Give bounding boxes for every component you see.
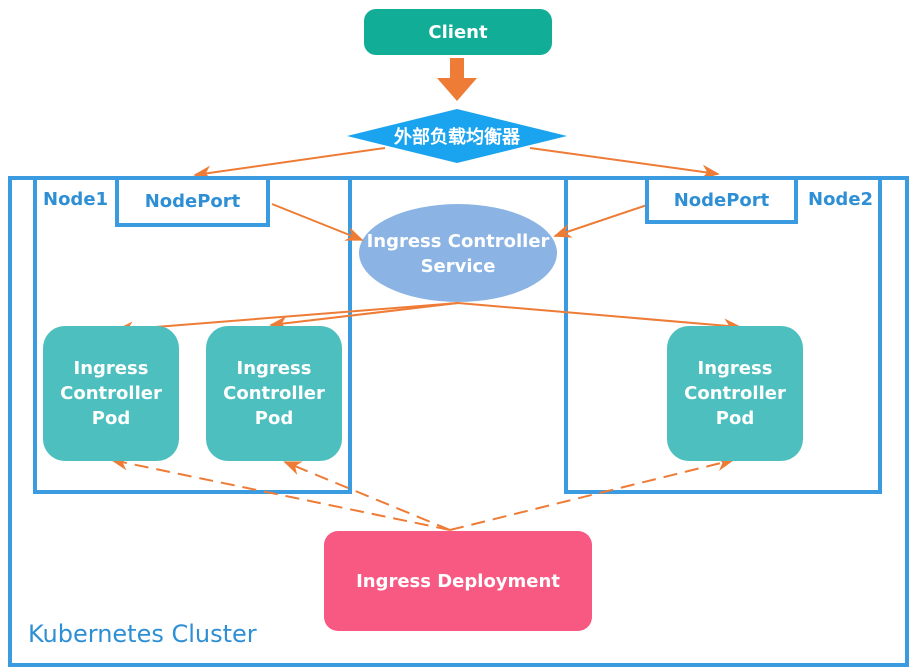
cluster-label: Kubernetes Cluster bbox=[28, 620, 257, 648]
deployment-to-pod2-arrow bbox=[283, 461, 451, 531]
pod2-line1: Ingress bbox=[236, 358, 312, 379]
pod1-line3: Pod bbox=[91, 408, 131, 429]
nodeport1-to-service-arrow bbox=[271, 203, 364, 241]
pod1-line2: Controller bbox=[60, 383, 162, 404]
pod3: Ingress Controller Pod bbox=[667, 326, 803, 461]
pod2-line3: Pod bbox=[254, 408, 294, 429]
client-to-lb-arrow bbox=[437, 58, 477, 101]
load-balancer-label: 外部负载均衡器 bbox=[394, 127, 520, 148]
lb-to-nodeport2-arrow bbox=[529, 147, 720, 179]
nodeport1: NodePort bbox=[115, 176, 270, 227]
pod1-line1: Ingress bbox=[73, 358, 149, 379]
service-ellipse bbox=[359, 204, 557, 302]
pod3-line1: Ingress bbox=[697, 358, 773, 379]
lb-to-nodeport1-arrow bbox=[193, 147, 386, 180]
pod3-line3: Pod bbox=[715, 408, 755, 429]
kubernetes-cluster bbox=[8, 176, 909, 667]
service-label: Ingress Controller Service bbox=[360, 222, 556, 286]
ingress-deployment: Ingress Deployment bbox=[324, 531, 592, 631]
pod2-line2: Controller bbox=[223, 383, 325, 404]
service-label-line1: Ingress Controller bbox=[366, 231, 550, 252]
nodeport2: NodePort bbox=[645, 176, 798, 224]
service-to-pod2-arrow bbox=[269, 302, 459, 331]
pod3-line2: Controller bbox=[684, 383, 786, 404]
service-label-line2: Service bbox=[420, 256, 496, 277]
pod1: Ingress Controller Pod bbox=[43, 326, 179, 461]
node2-label: Node2 bbox=[808, 189, 874, 210]
pod2: Ingress Controller Pod bbox=[206, 326, 342, 461]
deployment-to-pod3-arrow bbox=[449, 456, 735, 531]
client-box: Client bbox=[364, 9, 552, 55]
load-balancer-diamond bbox=[347, 109, 567, 163]
deployment-to-pod1-arrow bbox=[110, 456, 451, 531]
node1-label: Node1 bbox=[43, 189, 109, 210]
service-to-pod3-arrow bbox=[457, 302, 742, 333]
nodeport2-to-service-arrow bbox=[553, 203, 651, 238]
